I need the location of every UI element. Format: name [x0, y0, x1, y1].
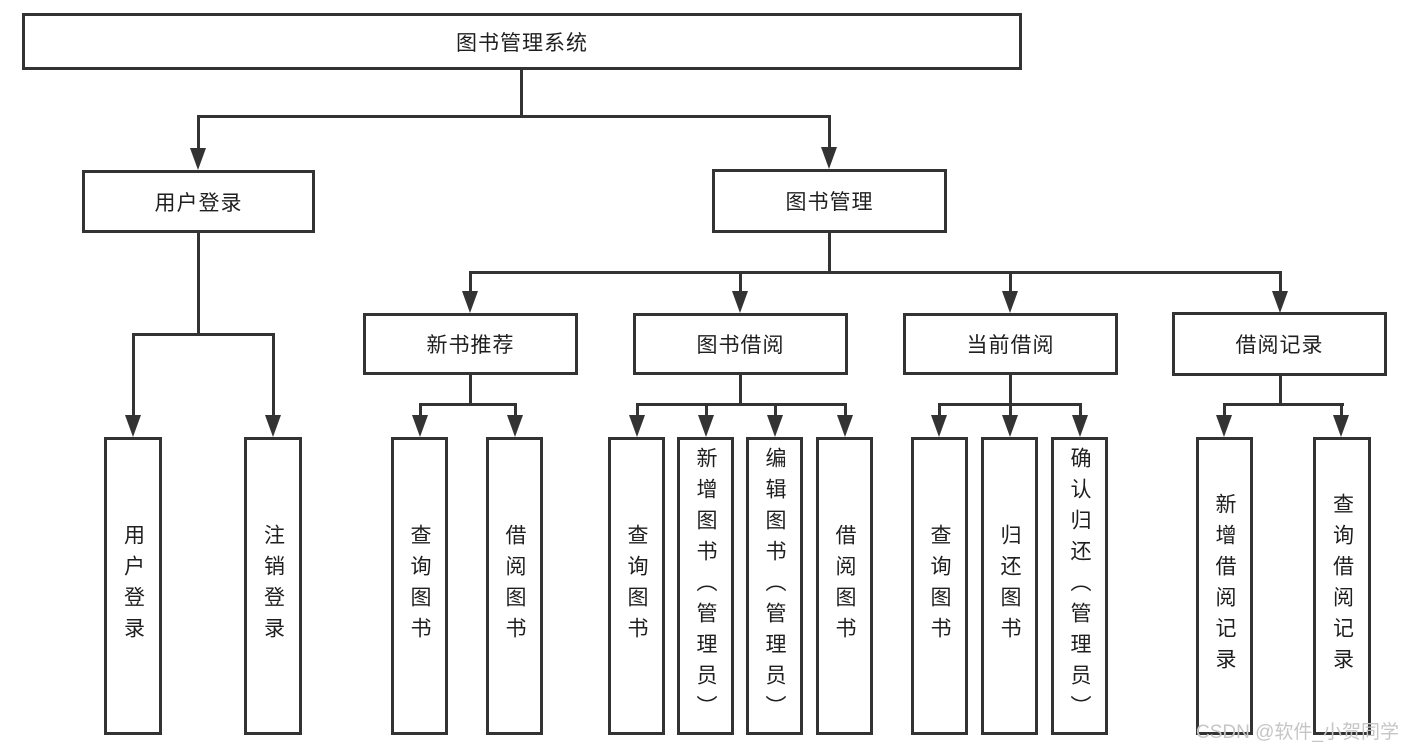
node-book-management-system: 图书管理系统 — [22, 13, 1022, 70]
leaf-label: 确认归还（管理员） — [1068, 446, 1091, 726]
connector-level2-rail — [197, 115, 831, 118]
connector-leaf-drop — [1340, 403, 1343, 415]
connector-leaf-drop — [1223, 403, 1226, 415]
arrowhead-down-icon — [462, 291, 478, 313]
arrowhead-down-icon — [821, 147, 837, 169]
leaf-logout: 注销登录 — [244, 437, 302, 735]
arrowhead-down-icon — [507, 415, 523, 437]
arrowhead-down-icon — [1002, 415, 1018, 437]
connector-level3-drop — [469, 271, 472, 291]
arrowhead-down-icon — [1002, 291, 1018, 313]
arrowhead-down-icon — [1216, 415, 1232, 437]
connector-level3-drop — [1009, 271, 1012, 291]
connector-book-management-stem — [828, 233, 831, 274]
arrowhead-down-icon — [190, 148, 206, 170]
connector-leaf-drop — [1079, 403, 1082, 415]
arrowhead-down-icon — [837, 415, 853, 437]
leaf-query-books-recommend: 查询图书 — [391, 437, 448, 735]
node-new-book-recommendation: 新书推荐 — [363, 313, 578, 375]
node-user-login: 用户登录 — [82, 170, 315, 233]
leaf-label: 用户登录 — [121, 524, 145, 648]
leaf-label: 查询借阅记录 — [1330, 493, 1354, 679]
leaf-label: 查询图书 — [928, 524, 951, 648]
leaf-add-books-admin: 新增图书（管理员） — [677, 437, 734, 735]
node-label: 图书管理 — [785, 191, 874, 214]
arrowhead-down-icon — [767, 415, 783, 437]
leaf-add-borrow-record: 新增借阅记录 — [1196, 437, 1253, 735]
arrowhead-down-icon — [125, 415, 141, 437]
leaf-label: 注销登录 — [261, 524, 285, 648]
connector-leaf-drop — [514, 403, 517, 415]
leaf-edit-books-admin: 编辑图书（管理员） — [746, 437, 803, 735]
arrowhead-down-icon — [412, 415, 428, 437]
connector-level3-rail — [469, 271, 1282, 274]
leaf-confirm-return-admin: 确认归还（管理员） — [1051, 437, 1108, 735]
leaf-label: 借阅图书 — [503, 524, 526, 648]
arrowhead-down-icon — [931, 415, 947, 437]
leaf-label: 新增借阅记录 — [1213, 493, 1236, 679]
node-label: 图书借阅 — [696, 334, 785, 357]
connector-leaf-drop — [938, 403, 941, 415]
leaf-label: 归还图书 — [998, 524, 1021, 648]
connector-group-rail — [1223, 403, 1344, 406]
arrowhead-down-icon — [1072, 415, 1088, 437]
connector-user-login-rail — [132, 333, 275, 336]
node-label: 用户登录 — [154, 191, 243, 215]
node-label: 图书管理系统 — [456, 31, 588, 55]
connector-level3-drop — [739, 271, 742, 291]
leaf-borrow-books: 借阅图书 — [816, 437, 873, 735]
arrowhead-down-icon — [698, 415, 714, 437]
leaf-borrow-books-recommend: 借阅图书 — [486, 437, 543, 735]
arrowhead-down-icon — [732, 291, 748, 313]
node-current-borrowing: 当前借阅 — [903, 313, 1118, 375]
watermark: CSDN @软件_小贺同学 — [1196, 722, 1399, 743]
connector-leaf-drop — [132, 333, 135, 415]
connector-level3-drop — [1279, 271, 1282, 291]
leaf-query-books-borrow: 查询图书 — [608, 437, 665, 735]
connector-leaf-drop — [1009, 403, 1012, 415]
connector-leaf-drop — [419, 403, 422, 415]
connector-group-stem — [469, 375, 472, 406]
leaf-label: 编辑图书（管理员） — [763, 446, 786, 726]
connector-user-login-drop — [197, 115, 200, 148]
leaf-query-borrow-record: 查询借阅记录 — [1313, 437, 1371, 735]
connector-leaf-drop — [705, 403, 708, 415]
node-book-borrowing: 图书借阅 — [633, 313, 848, 375]
leaf-label: 新增图书（管理员） — [694, 446, 717, 726]
connector-user-login-stem — [197, 233, 200, 336]
connector-root-stem — [520, 69, 523, 117]
arrowhead-down-icon — [629, 415, 645, 437]
connector-leaf-drop — [844, 403, 847, 415]
connector-group-stem — [1009, 375, 1012, 406]
node-borrowing-records: 借阅记录 — [1172, 312, 1387, 376]
connector-group-rail — [636, 403, 847, 406]
node-label: 当前借阅 — [966, 334, 1055, 357]
node-book-management: 图书管理 — [712, 169, 947, 233]
arrowhead-down-icon — [1333, 415, 1349, 437]
connector-leaf-drop — [636, 403, 639, 415]
arrowhead-down-icon — [1272, 291, 1288, 313]
connector-group-stem — [739, 375, 742, 406]
connector-leaf-drop — [272, 333, 275, 415]
arrowhead-down-icon — [265, 415, 281, 437]
node-label: 新书推荐 — [426, 334, 515, 357]
leaf-label: 借阅图书 — [833, 524, 856, 648]
leaf-label: 查询图书 — [408, 524, 431, 648]
connector-group-rail — [419, 403, 517, 406]
connector-leaf-drop — [774, 403, 777, 415]
leaf-query-books-current: 查询图书 — [911, 437, 968, 735]
connector-book-management-drop — [828, 115, 831, 147]
leaf-user-login: 用户登录 — [104, 437, 162, 735]
connector-group-stem — [1279, 376, 1282, 406]
leaf-label: 查询图书 — [625, 524, 648, 648]
node-label: 借阅记录 — [1235, 334, 1324, 357]
leaf-return-books: 归还图书 — [981, 437, 1038, 735]
